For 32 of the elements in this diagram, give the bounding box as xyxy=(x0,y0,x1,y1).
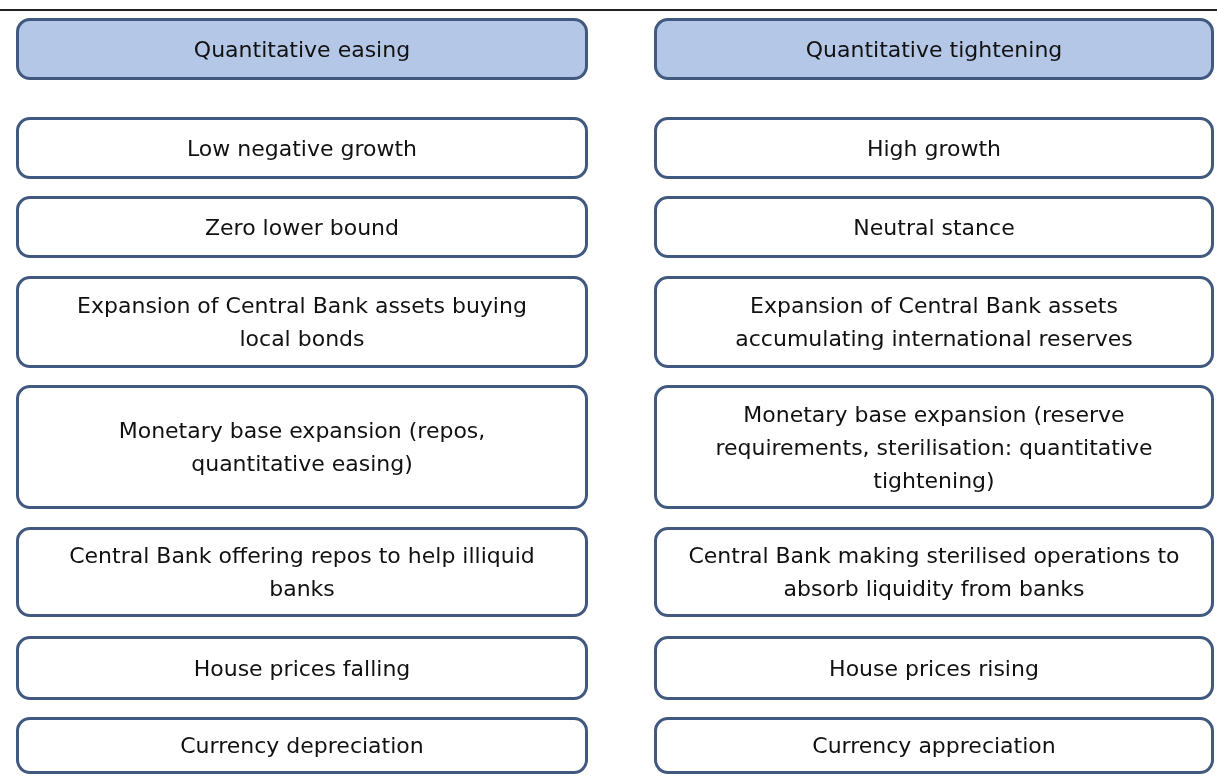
box-text: Currency depreciation xyxy=(180,732,424,760)
process-box xyxy=(16,636,588,700)
box-text: House prices rising xyxy=(829,654,1039,683)
box-text: Central Bank offering repos to help illiquid banks xyxy=(68,542,536,603)
process-box xyxy=(654,196,1214,258)
box-text: Low negative growth xyxy=(186,134,418,163)
box-text: Monetary base expansion (repos, quantitative easing) xyxy=(117,417,487,478)
process-box xyxy=(654,527,1214,617)
box-text: Expansion of Central Bank assets buying local bonds xyxy=(76,292,528,353)
process-box xyxy=(654,717,1214,774)
process-box xyxy=(654,276,1214,368)
box-text: High growth xyxy=(866,134,1002,163)
process-box xyxy=(654,117,1214,179)
header-box xyxy=(654,18,1214,80)
header-box xyxy=(16,18,588,80)
process-box xyxy=(654,385,1214,509)
process-box xyxy=(16,196,588,258)
box-text: Central Bank making sterilised operations to absorb liquidity from banks xyxy=(687,542,1181,603)
process-box xyxy=(16,527,588,617)
box-text: Expansion of Central Bank assets accumulating international reserves xyxy=(734,292,1134,353)
box-text: Quantitative easing xyxy=(193,35,411,64)
process-box xyxy=(16,717,588,774)
box-text: Neutral stance xyxy=(853,213,1015,242)
process-box xyxy=(654,636,1214,700)
process-box xyxy=(16,276,588,368)
box-text: Zero lower bound xyxy=(204,213,399,242)
process-box xyxy=(16,385,588,509)
box-text: Quantitative tightening xyxy=(805,35,1063,64)
box-text: Currency appreciation xyxy=(812,732,1056,760)
box-text: House prices falling xyxy=(193,654,411,683)
box-text: Monetary base expansion (reserve requirements, sterilisation: quantitative tightening) xyxy=(714,400,1154,495)
process-box xyxy=(16,117,588,179)
